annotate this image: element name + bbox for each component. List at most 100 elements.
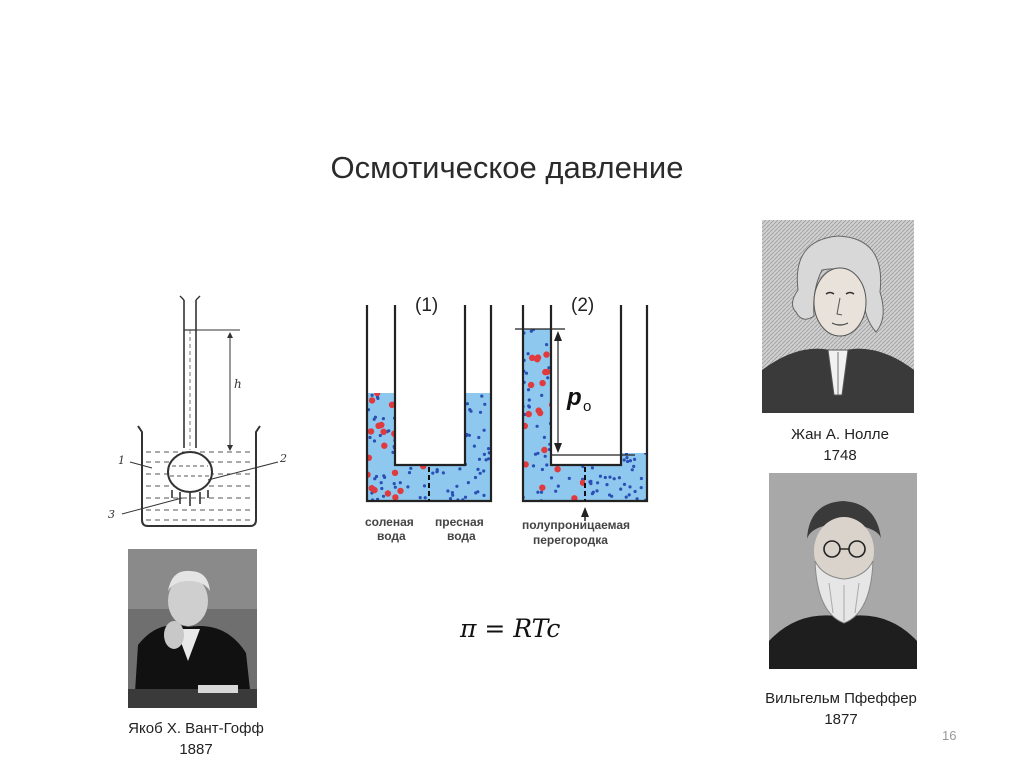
salt-particle <box>368 397 376 404</box>
water-particle <box>633 457 637 461</box>
water-particle <box>373 415 377 419</box>
salt-particle <box>392 494 399 501</box>
salt-particle <box>391 469 399 476</box>
water-particle <box>418 496 422 500</box>
fresh-water-label-1: пресная <box>435 515 484 529</box>
water-particle <box>472 444 476 448</box>
water-particle <box>533 452 538 456</box>
water-particle <box>487 457 491 461</box>
water-particle <box>483 402 487 406</box>
caption-vanthoff-name: Якоб Х. Вант-Гофф <box>128 720 264 737</box>
membrane-label-1: полупроницаемая <box>522 518 630 532</box>
salt-particle <box>384 490 392 497</box>
water-particle <box>619 487 623 491</box>
water-particle <box>526 388 531 392</box>
salt-particle <box>374 393 381 397</box>
water-particle <box>431 471 435 475</box>
membrane-label-2: перегородка <box>533 533 608 547</box>
water-particle <box>398 481 402 485</box>
water-particle <box>467 433 471 437</box>
water-particle <box>603 475 607 480</box>
salt-particle <box>380 428 387 435</box>
water-particle <box>478 410 483 414</box>
water-particle <box>627 493 631 497</box>
water-particle <box>477 457 482 461</box>
water-particle <box>622 458 626 462</box>
water-particle <box>458 467 462 471</box>
water-particle <box>628 459 632 463</box>
salt-particle <box>525 410 532 418</box>
water-particle <box>596 481 600 485</box>
height-label: h <box>234 377 242 391</box>
salt-particle <box>375 422 382 429</box>
caption-pfeffer-year: 1877 <box>824 711 858 728</box>
water-particle <box>536 490 540 494</box>
water-particle <box>407 471 412 475</box>
water-particle <box>393 485 397 489</box>
water-particle <box>556 484 560 488</box>
water-particle <box>469 409 473 413</box>
water-particle <box>617 476 621 480</box>
salt-particle <box>543 351 550 358</box>
caption-vanthoff-year: 1887 <box>179 741 213 758</box>
water-particle <box>635 497 639 501</box>
water-particle <box>589 482 593 486</box>
caption-pfeffer-name: Вильгельм Пфеффер <box>765 690 917 707</box>
water-particle <box>368 435 372 440</box>
salt-particle <box>367 454 372 461</box>
caption-nollet-name: Жан А. Нолле <box>791 426 889 443</box>
salt-particle <box>571 495 578 501</box>
water-particle <box>540 467 544 472</box>
water-particle <box>567 476 571 480</box>
salt-particle <box>542 368 549 376</box>
water-particle <box>406 485 410 489</box>
water-particle <box>422 484 427 488</box>
salt-particle <box>523 422 528 430</box>
water-particle <box>482 469 486 473</box>
pressure-label: p <box>566 384 582 411</box>
water-particle <box>409 466 413 470</box>
salt-particle <box>539 484 546 491</box>
salt-particle <box>539 379 546 387</box>
salt-particle <box>367 428 375 435</box>
water-particle <box>543 454 547 458</box>
salt-particle <box>529 354 536 361</box>
water-particle <box>591 490 595 494</box>
cell2-label: (2) <box>571 295 594 316</box>
osmosis-cells-diagram: (1) (2) p o соленая вода пресная вода по… <box>365 295 649 547</box>
water-particle <box>486 447 491 451</box>
water-particle <box>448 497 453 501</box>
water-particle <box>391 450 395 454</box>
water-particle <box>465 402 469 406</box>
part-label-1: 1 <box>118 454 125 467</box>
water-particle <box>539 490 544 494</box>
water-particle <box>608 475 612 479</box>
salt-water-label-1: соленая <box>365 515 414 529</box>
water-particle <box>531 464 536 468</box>
salt-particle <box>388 401 396 408</box>
water-particle <box>545 343 549 347</box>
water-particle <box>639 486 643 490</box>
water-particle <box>482 493 486 497</box>
salt-particle <box>381 442 388 449</box>
caption-nollet-year: 1748 <box>823 447 857 464</box>
water-particle <box>535 424 539 428</box>
water-particle <box>392 482 396 486</box>
water-particle <box>370 393 374 397</box>
water-particle <box>633 489 637 494</box>
water-particle <box>549 476 554 480</box>
water-particle <box>450 491 454 495</box>
water-particle <box>590 466 594 470</box>
water-particle <box>628 485 632 489</box>
water-particle <box>446 489 450 493</box>
salt-water-label-2: вода <box>377 529 406 543</box>
water-particle <box>624 453 629 455</box>
water-particle <box>622 482 627 486</box>
portrait-nollet <box>762 220 914 413</box>
osmotic-pressure-formula: π = RTc <box>460 614 561 643</box>
caption-nollet: Жан А. Нолле 1748 <box>740 424 940 466</box>
water-particle <box>547 366 551 370</box>
caption-pfeffer: Вильгельм Пфеффер 1877 <box>730 688 952 730</box>
water-particle <box>632 464 636 468</box>
water-particle <box>482 428 486 432</box>
